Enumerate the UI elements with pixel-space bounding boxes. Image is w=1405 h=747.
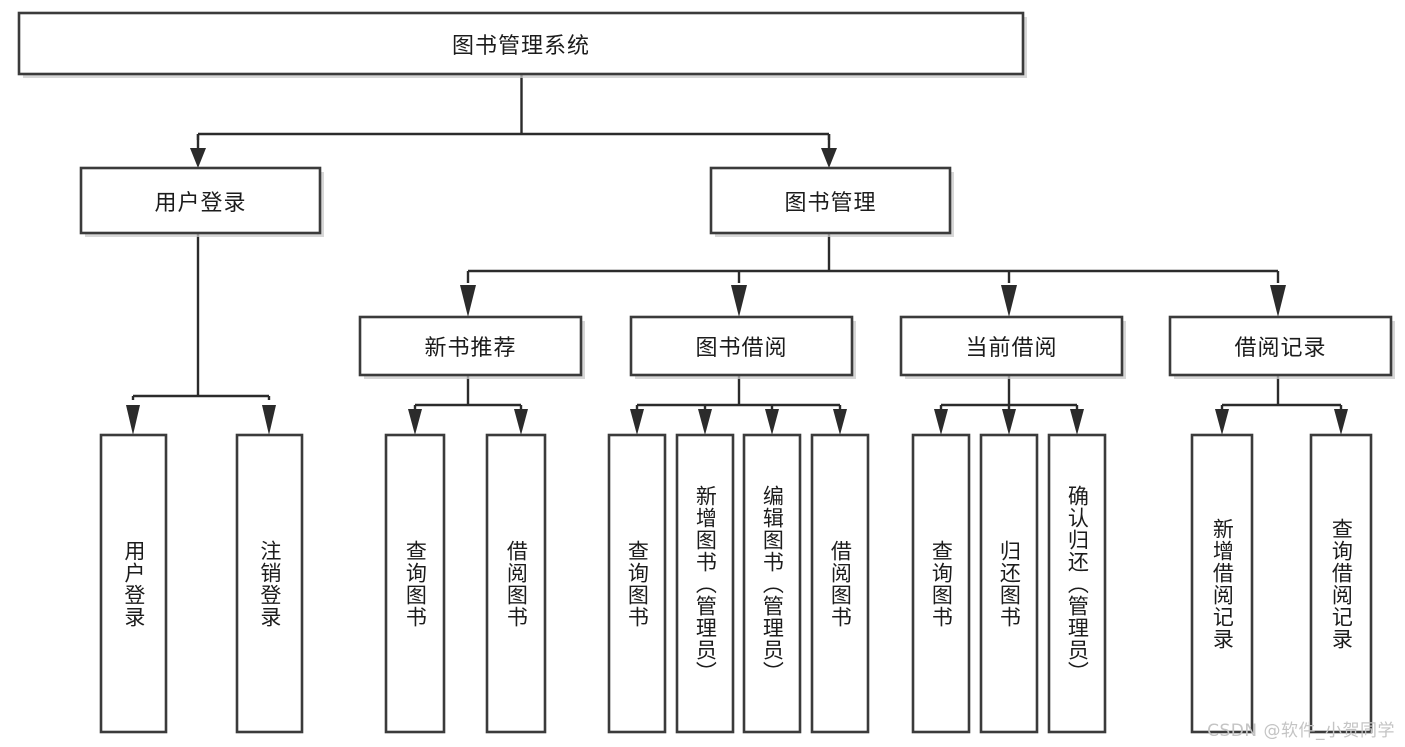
arrow-head-leaf-borrow-book-1 (514, 409, 528, 435)
box-leaf-borrow-book-1[interactable] (485, 433, 547, 734)
arrow-head-leaf-query-book-2 (630, 409, 644, 435)
box-root[interactable] (17, 11, 1025, 76)
box-new-book-recommend[interactable] (358, 315, 583, 377)
connector-group (126, 74, 1348, 435)
arrow-head-user-login (190, 148, 206, 168)
arrow-head-book-manage (821, 148, 837, 168)
arrow-head-book-borrow (731, 285, 747, 317)
box-borrow-record[interactable] (1168, 315, 1393, 377)
arrow-head-leaf-edit-book (765, 409, 779, 435)
box-leaf-return-book[interactable] (979, 433, 1039, 734)
arrow-head-leaf-borrow-book-2 (833, 409, 847, 435)
arrow-head-leaf-confirm-return (1070, 409, 1084, 435)
arrow-head-new-book-recommend (460, 285, 476, 317)
box-leaf-query-book-3[interactable] (911, 433, 971, 734)
box-leaf-query-book-2[interactable] (607, 433, 667, 734)
arrow-head-current-borrow (1001, 285, 1017, 317)
box-leaf-query-book-1[interactable] (384, 433, 446, 734)
arrow-head-leaf-add-book (698, 409, 712, 435)
arrow-head-leaf-query-book-3 (934, 409, 948, 435)
arrow-head-leaf-add-record (1215, 409, 1229, 435)
arrow-head-leaf-user-login (126, 405, 140, 435)
arrow-head-leaf-query-book-1 (408, 409, 422, 435)
box-group (17, 11, 1393, 734)
box-leaf-edit-book[interactable] (742, 433, 802, 734)
box-leaf-query-record[interactable] (1309, 433, 1373, 734)
box-leaf-confirm-return[interactable] (1047, 433, 1107, 734)
arrow-head-borrow-record (1270, 285, 1286, 317)
box-user-login[interactable] (79, 166, 322, 235)
arrow-head-leaf-query-record (1334, 409, 1348, 435)
box-book-manage[interactable] (709, 166, 952, 235)
box-leaf-add-record[interactable] (1190, 433, 1254, 734)
box-book-borrow[interactable] (629, 315, 854, 377)
arrow-head-leaf-logout-login (262, 405, 276, 435)
box-leaf-borrow-book-2[interactable] (810, 433, 870, 734)
box-leaf-logout-login[interactable] (235, 433, 304, 734)
arrow-head-leaf-return-book (1002, 409, 1016, 435)
box-current-borrow[interactable] (899, 315, 1124, 377)
box-leaf-user-login[interactable] (99, 433, 168, 734)
box-leaf-add-book[interactable] (675, 433, 735, 734)
